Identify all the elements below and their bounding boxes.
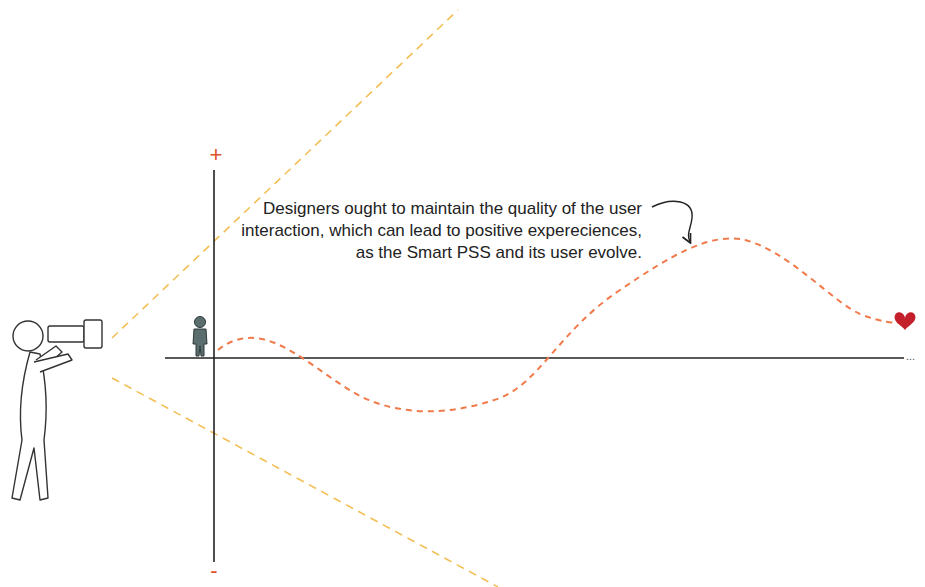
annotation-arrow [652, 201, 692, 242]
view-cone-line [112, 378, 498, 587]
vertical-axis [213, 170, 215, 562]
view-cone-line [112, 10, 458, 338]
experience-curve [218, 238, 905, 411]
user-figure [193, 317, 207, 357]
axis-continuation: ... [906, 349, 920, 363]
heart-icon [895, 312, 916, 330]
observer-figure [12, 320, 102, 500]
axis-plus-sign: + [206, 144, 226, 166]
annotation-note: Designers ought to maintain the quality … [238, 198, 642, 264]
horizontal-axis [165, 357, 904, 359]
axis-minus-sign: - [204, 562, 224, 580]
